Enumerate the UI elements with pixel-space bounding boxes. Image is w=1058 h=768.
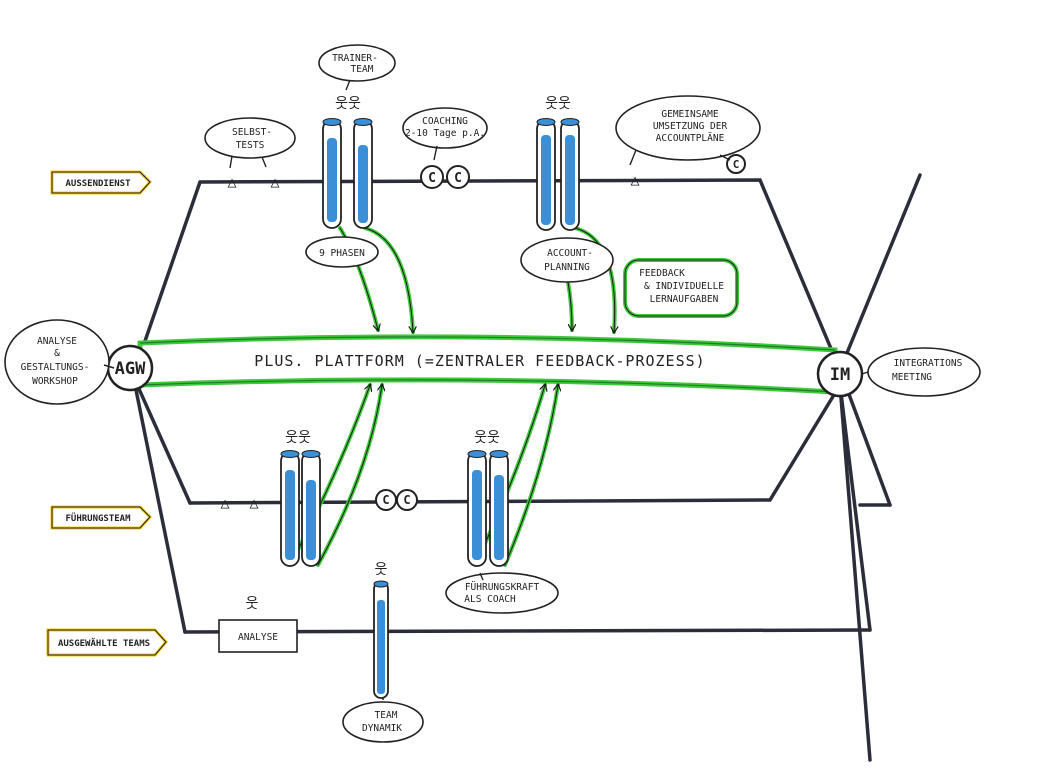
test-markers: △ △ △ △ △: [220, 171, 639, 512]
svg-text:TEAM: TEAM: [351, 64, 374, 75]
tube-top-3: [536, 118, 556, 231]
svg-text:C: C: [454, 171, 462, 186]
svg-text:INTEGRATIONS: INTEGRATIONS: [894, 358, 963, 369]
bubble-accountplanning: ACCOUNT- PLANNING: [520, 237, 614, 283]
platform-band: PLUS. PLATTFORM (=ZENTRALER FEEDBACK-PRO…: [137, 334, 838, 395]
lane-label-aussendienst-text: AUSSENDIENST: [65, 179, 131, 189]
tube-mid-4: [489, 450, 509, 567]
persons-icon: 웃웃: [335, 96, 361, 112]
tube-top-1: [322, 118, 342, 229]
left-slant-mid: [133, 378, 192, 505]
coaching-circle-icon: C: [726, 154, 746, 174]
svg-text:TEAM: TEAM: [375, 710, 398, 721]
tube-mid-2: [301, 450, 321, 567]
bubble-trainerteam: TRAINER- TEAM: [318, 44, 396, 91]
svg-text:GESTALTUNGS-: GESTALTUNGS-: [21, 362, 90, 373]
bubble-teamdynamik: TEAM DYNAMIK: [342, 698, 424, 743]
tube-top-4: [560, 118, 580, 231]
svg-text:&: &: [54, 348, 60, 359]
svg-text:TRAINER-: TRAINER-: [332, 53, 378, 64]
bubble-analyse: ANALYSE & GESTALTUNGS- WORKSHOP: [4, 319, 115, 405]
platform-label: PLUS. PLATTFORM (=ZENTRALER FEEDBACK-PRO…: [254, 352, 705, 370]
tube-bottom: [373, 580, 389, 699]
lane-line-aussendienst: [198, 178, 842, 372]
lane-label-aussendienst: AUSSENDIENST: [50, 170, 153, 195]
agw-label: AGW: [115, 359, 146, 379]
svg-text:ALS COACH: ALS COACH: [464, 594, 516, 605]
bubble-gemeinsame: GEMEINSAME UMSETZUNG DER ACCOUNTPLÄNE: [615, 95, 761, 166]
tube-top-2: [353, 118, 373, 229]
lane-line-ausgewaehlte: [183, 628, 872, 634]
coaching-markers: C C C C C: [375, 154, 746, 511]
bubble-9phasen: 9 PHASEN: [305, 236, 379, 268]
svg-text:MEETING: MEETING: [892, 372, 932, 383]
persons-icon: 웃웃: [545, 96, 571, 112]
svg-text:FÜHRUNGSKRAFT: FÜHRUNGSKRAFT: [465, 582, 540, 593]
tube-mid-3: [467, 450, 487, 567]
test-triangle-icon: △: [227, 173, 236, 191]
svg-text:C: C: [403, 493, 410, 507]
bubble-feedback: FEEDBACK & INDIVIDUELLE LERNAUFGABEN: [623, 258, 739, 318]
svg-text:GEMEINSAME: GEMEINSAME: [661, 109, 718, 120]
svg-text:2-10 Tage p.A.: 2-10 Tage p.A.: [405, 128, 485, 139]
lane-label-fuehrungsteam-text: FÜHRUNGSTEAM: [65, 513, 131, 524]
coaching-circle-icon: C: [375, 489, 397, 511]
tubes: [280, 118, 580, 699]
bubble-selbsttests: SELBST- TESTS: [204, 117, 296, 169]
tube-mid-1: [280, 450, 300, 567]
box-analyse: ANALYSE: [218, 619, 298, 653]
right-line-4: [838, 383, 872, 762]
persons-icon: 웃웃: [474, 430, 500, 446]
bubble-integration: INTEGRATIONS MEETING: [861, 347, 981, 397]
svg-text:FEEDBACK: FEEDBACK: [639, 268, 685, 279]
test-triangle-icon: △: [249, 494, 258, 512]
right-line-1: [838, 173, 922, 372]
svg-text:DYNAMIK: DYNAMIK: [362, 723, 402, 734]
svg-text:LERNAUFGABEN: LERNAUFGABEN: [650, 294, 719, 305]
left-slant-top: [133, 180, 202, 372]
svg-text:C: C: [428, 171, 436, 186]
coaching-circle-icon: C: [396, 489, 418, 511]
persons-icon: 웃웃: [285, 430, 311, 446]
coaching-circle-icon: C: [420, 165, 444, 189]
person-icon: 웃: [375, 562, 388, 578]
svg-text:C: C: [733, 158, 740, 171]
lane-label-fuehrungsteam: FÜHRUNGSTEAM: [50, 505, 153, 530]
svg-text:C: C: [382, 493, 389, 507]
svg-text:ACCOUNTPLÄNE: ACCOUNTPLÄNE: [656, 133, 725, 144]
svg-text:UMSETZUNG DER: UMSETZUNG DER: [653, 121, 728, 132]
person-icon: 웃: [246, 596, 259, 612]
lane-label-ausgewaehlte-text: AUSGEWÄHLTE TEAMS: [58, 638, 150, 649]
svg-text:9 PHASEN: 9 PHASEN: [319, 248, 365, 259]
im-node: IM: [816, 350, 864, 398]
person-icons: 웃웃 웃웃 웃웃 웃웃 웃 웃: [246, 96, 571, 612]
im-label: IM: [830, 365, 850, 385]
svg-text:SELBST-: SELBST-: [232, 127, 272, 138]
bubble-fuehrungskraft: FÜHRUNGSKRAFT ALS COACH: [445, 572, 559, 614]
bubble-coaching: COACHING 2-10 Tage p.A.: [402, 107, 488, 161]
svg-text:ACCOUNT-: ACCOUNT-: [547, 248, 593, 259]
coaching-circle-icon: C: [446, 165, 470, 189]
test-triangle-icon: △: [220, 494, 229, 512]
svg-text:& INDIVIDUELLE: & INDIVIDUELLE: [644, 281, 724, 292]
svg-text:TESTS: TESTS: [236, 140, 265, 151]
svg-text:ANALYSE: ANALYSE: [37, 336, 77, 347]
svg-text:PLANNING: PLANNING: [544, 262, 590, 273]
test-triangle-icon: △: [270, 173, 279, 191]
left-slant-bot: [133, 383, 187, 634]
agw-node: AGW: [106, 344, 154, 392]
svg-text:COACHING: COACHING: [422, 116, 468, 127]
lane-label-ausgewaehlte: AUSGEWÄHLTE TEAMS: [46, 628, 168, 657]
test-triangle-icon: △: [630, 171, 639, 189]
svg-text:WORKSHOP: WORKSHOP: [32, 376, 78, 387]
svg-text:ANALYSE: ANALYSE: [238, 632, 278, 643]
